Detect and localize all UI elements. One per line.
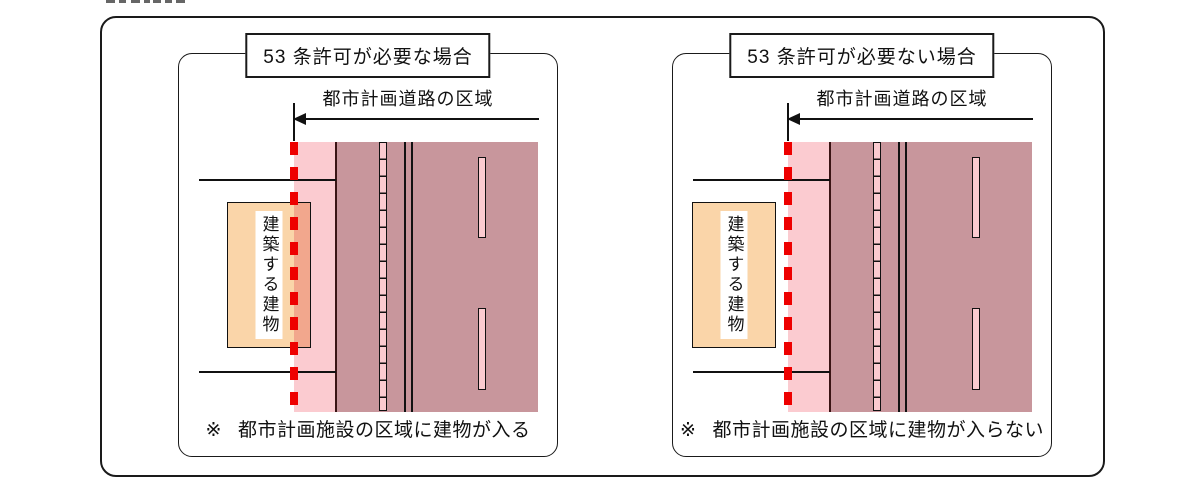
building-box: 建築する建物 [692,202,776,348]
site-boundary-line [199,371,336,373]
text-fragment [153,0,161,3]
ladder-lane-marking [873,142,881,411]
building-label: 建築する建物 [259,215,279,335]
building-label-strip: 建築する建物 [255,211,283,339]
center-line [410,142,413,412]
road-area-label: 都市計画道路の区域 [322,89,494,109]
planned-road-buffer-zone [788,142,830,412]
planned-road-boundary-line [290,142,298,412]
planned-road-boundary-line [784,142,792,412]
site-boundary-line [199,179,336,181]
lane-marking-dash [972,157,980,238]
lane-marking-dash [972,308,980,390]
site-boundary-line [693,371,830,373]
note-text: 都市計画施設の区域に建物が入らない [712,420,1044,441]
lane-marking-dash [478,308,486,390]
text-fragment [106,0,115,3]
panel-title: 53 条許可が必要ない場合 [729,33,995,78]
boundary-tick [787,103,789,141]
text-fragment [176,0,185,3]
note-asterisk: ※ [680,420,697,441]
left-arrowhead-icon [293,113,306,125]
panel-permission-not-required: 53 条許可が必要ない場合 都市計画道路の区域 建築する建物 ※ 都市計画施設の区… [672,33,1052,457]
site-boundary-line [693,179,830,181]
panel-permission-required: 53 条許可が必要な場合 都市計画道路の区域 建築する建物 ※ 都市計画施設の区域… [178,33,558,457]
road-area [336,142,538,412]
center-line [404,142,406,412]
panel-title: 53 条許可が必要な場合 [245,33,491,78]
building-overlap-area [294,203,310,347]
panel-note: ※ 都市計画施設の区域に建物が入る [179,415,557,442]
text-fragment [165,0,172,3]
text-fragment [131,0,140,3]
ladder-lane-marking [379,142,387,411]
note-text: 都市計画施設の区域に建物が入る [237,420,531,441]
text-fragment [144,0,150,3]
zone-divider-line [828,142,831,412]
building-box: 建築する建物 [227,202,311,348]
building-label: 建築する建物 [724,215,744,335]
center-line [904,142,907,412]
note-asterisk: ※ [205,420,222,441]
dimension-arrow-line [790,118,1033,120]
building-label-strip: 建築する建物 [720,211,748,339]
road-area [830,142,1032,412]
text-fragment [119,0,126,3]
road-area-label: 都市計画道路の区域 [816,89,988,109]
zone-divider-line [334,142,337,412]
boundary-tick [293,103,295,141]
center-line [898,142,900,412]
dimension-arrow-line [296,118,539,120]
left-arrowhead-icon [787,113,800,125]
lane-marking-dash [478,157,486,238]
panel-note: ※ 都市計画施設の区域に建物が入らない [673,415,1051,442]
